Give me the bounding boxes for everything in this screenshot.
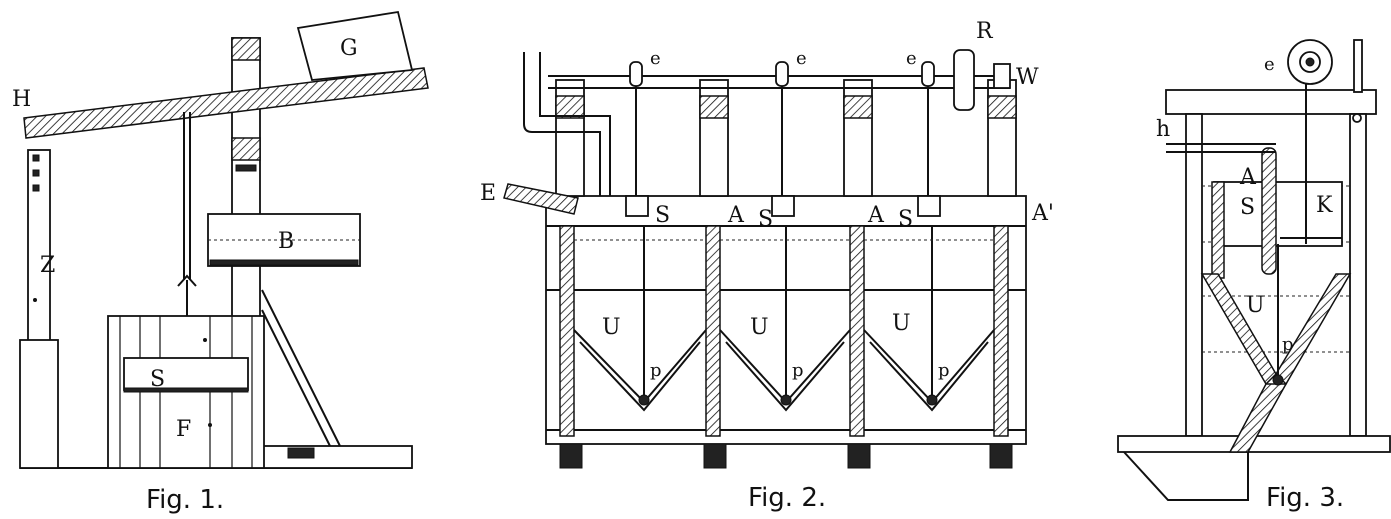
- fig2-label-w: W: [1016, 65, 1039, 90]
- fig2-label-a2: A: [867, 203, 885, 228]
- fig2-column-band: [843, 95, 873, 119]
- fig3-cylinder: [1261, 147, 1277, 275]
- fig1-strut: [261, 289, 341, 447]
- fig2-bearing-w: [993, 63, 1011, 89]
- fig1-lever-beam: [23, 67, 429, 139]
- fig1-tub-nail: [203, 338, 207, 342]
- fig2-label-u1: U: [602, 315, 621, 340]
- fig3-discharge-trough: [1123, 451, 1249, 501]
- fig3-hopper-right: [1275, 273, 1352, 386]
- fig1-post-z-bolt: [32, 184, 40, 192]
- fig2-label-u3: U: [892, 311, 911, 336]
- fig2-partition: [993, 225, 1009, 437]
- fig1-strut: [261, 309, 331, 447]
- fig2-caption: Fig. 2.: [748, 483, 826, 513]
- fig3-tank-wall: [1211, 181, 1225, 279]
- fig2-label-r: R: [976, 19, 994, 44]
- fig2-chute-e: [503, 183, 579, 215]
- fig2-foot: [847, 443, 871, 469]
- fig2-shoe-3: [917, 195, 941, 217]
- fig1-rod-clamp: [177, 274, 197, 287]
- fig3-label-u: U: [1246, 293, 1265, 318]
- fig2-column-band: [699, 95, 729, 119]
- fig2-partition: [849, 225, 865, 437]
- fig3-hopper-left: [1200, 273, 1277, 386]
- fig2-label-p3: p: [938, 360, 950, 381]
- fig2-label-a3: A': [1031, 201, 1054, 226]
- fig2-eccentric-2: [775, 61, 789, 87]
- fig3-label-s: S: [1240, 195, 1255, 220]
- fig1-label-g: G: [340, 36, 358, 61]
- fig1-standard-band: [231, 37, 261, 61]
- fig1-label-z: Z: [40, 253, 55, 278]
- fig2-label-p1: p: [650, 360, 662, 381]
- fig2-shoe-2: [771, 195, 795, 217]
- fig1-sieve-s: [123, 357, 249, 391]
- fig2-label-s2: S: [758, 207, 773, 232]
- fig2-label-u2: U: [750, 315, 769, 340]
- fig2-eccentric-3: [921, 61, 935, 87]
- figure-3: e h A S K U p Fig. 3.: [1117, 39, 1391, 513]
- fig1-label-b: B: [278, 229, 294, 254]
- fig1-base-detail: [287, 447, 315, 459]
- fig2-foot: [703, 443, 727, 469]
- fig2-eccentric-1: [629, 61, 643, 87]
- fig2-label-e1: e: [650, 48, 661, 69]
- fig1-standard-band: [231, 137, 261, 161]
- fig2-partition: [705, 225, 721, 437]
- fig1-post-z-hole: [33, 298, 37, 302]
- fig1-label-s: S: [150, 367, 165, 392]
- fig2-shoe-1: [625, 195, 649, 217]
- fig2-inlet-pipe: [523, 52, 601, 196]
- fig1-caption: Fig. 1.: [146, 485, 224, 515]
- fig2-foot: [559, 443, 583, 469]
- fig2-foot: [989, 443, 1013, 469]
- fig2-hopper-3-inner: [869, 341, 989, 412]
- fig2-hopper-1-inner: [579, 341, 701, 412]
- fig3-wheel-axle: [1305, 57, 1315, 67]
- fig3-leg-left: [1185, 113, 1203, 437]
- fig2-valve-3: [926, 394, 938, 406]
- fig3-bolt: [1352, 113, 1362, 123]
- fig2-label-p2: p: [792, 360, 804, 381]
- fig2-label-e3: e: [906, 48, 917, 69]
- fig2-hopper-2-inner: [725, 341, 845, 412]
- fig3-valve: [1272, 374, 1284, 386]
- fig1-standard-band: [235, 164, 257, 172]
- fig1-label-h: H: [12, 87, 31, 112]
- fig2-column-band: [555, 95, 585, 119]
- fig1-tub-nail: [208, 423, 212, 427]
- fig2-valve-1: [638, 394, 650, 406]
- fig3-label-k: K: [1316, 193, 1333, 218]
- fig3-leg-right: [1349, 113, 1367, 437]
- fig3-caption: Fig. 3.: [1266, 483, 1344, 513]
- fig1-post-z-socket: [19, 339, 59, 469]
- fig2-pulley-r: [953, 49, 975, 111]
- fig3-label-e: e: [1264, 54, 1275, 75]
- fig2-inlet-pipe: [539, 52, 611, 196]
- fig2-valve-2: [780, 394, 792, 406]
- fig1-post-z-bolt: [32, 154, 40, 162]
- fig2-label-e: E: [480, 181, 496, 206]
- fig2-column-band: [987, 95, 1017, 119]
- figure-2: e e e R W E S A S A S A' U U U p p p Fig…: [480, 19, 1054, 513]
- fig3-label-h: h: [1156, 117, 1170, 142]
- fig2-partition: [559, 225, 575, 437]
- fig1-post-z-bolt: [32, 169, 40, 177]
- fig2-label-e2: e: [796, 48, 807, 69]
- figure-1: G H Z B S F Fig. 1.: [12, 10, 429, 515]
- fig1-sieve-mesh: [123, 387, 249, 393]
- fig2-label-s1: S: [655, 203, 670, 228]
- fig3-label-p: p: [1282, 334, 1294, 355]
- fig3-top-beam: [1165, 89, 1377, 115]
- fig1-box-g: [296, 10, 414, 81]
- fig1-box-b-bottom: [209, 259, 359, 266]
- fig3-post: [1353, 39, 1363, 93]
- fig2-label-a1: A: [727, 203, 745, 228]
- fig1-label-f: F: [176, 417, 191, 442]
- fig3-label-a: A: [1239, 165, 1257, 190]
- fig2-label-s3: S: [898, 207, 913, 232]
- fig3-tank-a: [1213, 181, 1343, 247]
